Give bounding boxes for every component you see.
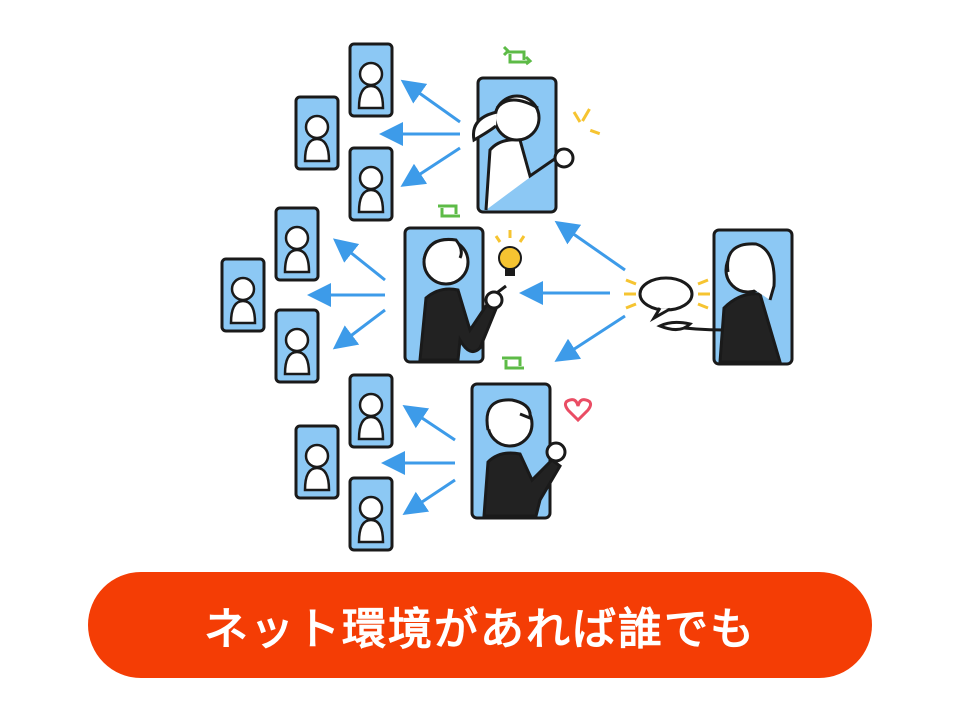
arrow-icon: [554, 220, 626, 272]
viewer-phone: [274, 206, 320, 282]
arrow-icon: [400, 79, 461, 124]
caption-text: ネット環境があれば誰でも: [204, 604, 756, 655]
heart-icon: [563, 398, 593, 423]
poster-phone: [656, 228, 794, 366]
share-icon: [502, 45, 533, 66]
share-icon: [502, 356, 524, 370]
caption-banner: ネット環境があれば誰でも: [88, 572, 872, 678]
viewer-phone: [274, 308, 320, 384]
viewer-phone: [348, 476, 394, 552]
viewer-phone: [348, 373, 394, 449]
viewer-phone: [294, 95, 340, 171]
viewer-phone: [294, 424, 340, 500]
sharer-phone-middle: [403, 226, 507, 364]
arrow-icon: [400, 146, 461, 187]
arrows: [307, 79, 626, 515]
arrow-icon: [402, 405, 456, 442]
viewer-phones-top: [294, 42, 394, 222]
sharer-phone-top: [471, 76, 601, 214]
viewer-phones-middle: [220, 206, 320, 384]
illustration-scene: [220, 42, 794, 552]
viewer-phone: [220, 257, 266, 333]
arrow-icon: [332, 238, 386, 282]
arrow-icon: [402, 478, 456, 515]
speech-bubble-icon: [624, 276, 710, 323]
lightbulb-icon: [494, 230, 526, 276]
viewer-phone: [348, 42, 394, 118]
arrow-icon: [554, 314, 626, 362]
arrow-icon: [332, 308, 386, 350]
share-icon: [438, 204, 460, 218]
viewer-phone: [348, 146, 394, 222]
sharer-phone-bottom: [470, 382, 567, 520]
viewer-phones-bottom: [294, 373, 394, 552]
